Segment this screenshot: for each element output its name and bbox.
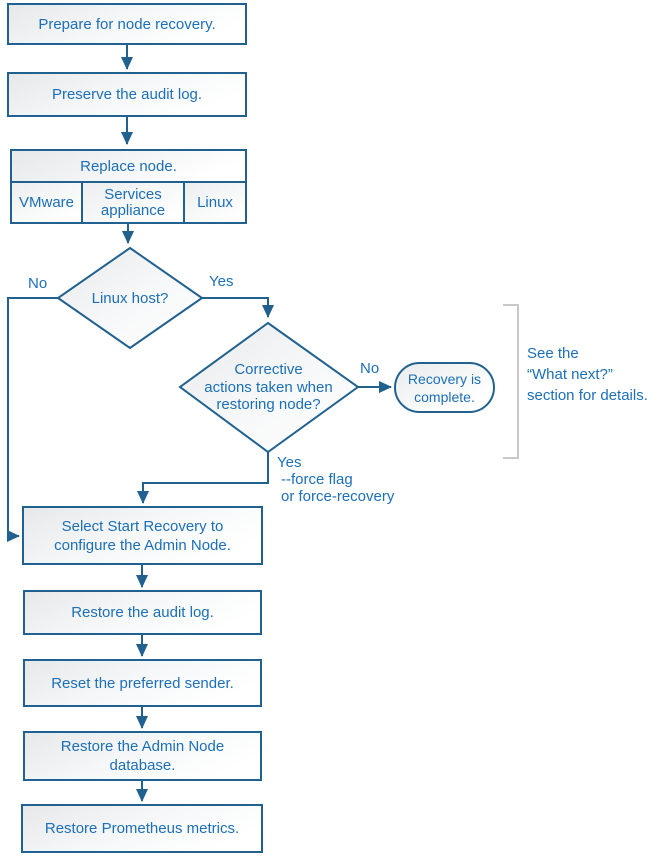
connector-yes-linux-host: [202, 297, 274, 318]
option-vmware: VMware: [12, 183, 81, 222]
terminator-recovery-complete: Recovery is complete.: [394, 362, 495, 413]
replace-node-title: Replace node.: [12, 151, 245, 183]
process-label: Reset the preferred sender.: [51, 674, 234, 692]
process-restore-admin-node-database: Restore the Admin Node database.: [23, 731, 262, 781]
linux-host-yes-label: Yes: [209, 273, 234, 290]
process-label: Restore Prometheus metrics.: [44, 820, 240, 837]
corrective-yes-label: Yes: [277, 454, 302, 471]
decision-corrective-actions-shape: [178, 321, 360, 454]
annotation-bracket: [503, 304, 519, 459]
process-select-start-recovery: Select Start Recovery to configure the A…: [22, 506, 263, 565]
decision-linux-host-label: Linux host?: [91, 290, 169, 307]
force-flag-note: --force flag or force-recovery: [281, 471, 395, 505]
process-label: Preserve the audit log.: [51, 86, 203, 103]
process-label: Restore the audit log.: [71, 604, 214, 621]
process-restore-audit-log: Restore the audit log.: [23, 590, 262, 635]
decision-corrective-actions-label: Corrective actions taken when restoring …: [204, 361, 333, 413]
connector-no-linux-host: [7, 297, 58, 542]
decision-linux-host-shape: [56, 246, 204, 350]
corrective-no-label: No: [360, 360, 380, 377]
process-replace-node: Replace node. VMware Services appliance …: [10, 149, 247, 224]
process-prepare-node-recovery: Prepare for node recovery.: [7, 3, 247, 45]
option-services-appliance: Services appliance: [81, 183, 185, 222]
process-reset-preferred-sender: Reset the preferred sender.: [23, 659, 262, 707]
what-next-annotation: See the “What next?” section for details…: [527, 345, 648, 404]
process-restore-prometheus-metrics: Restore Prometheus metrics.: [21, 804, 263, 853]
option-linux: Linux: [185, 183, 245, 222]
connector-yes-corrective: [137, 452, 269, 504]
replace-node-options: VMware Services appliance Linux: [12, 183, 245, 222]
linux-host-no-label: No: [28, 275, 48, 292]
process-label: Prepare for node recovery.: [38, 15, 216, 33]
process-preserve-audit-log: Preserve the audit log.: [7, 72, 247, 117]
